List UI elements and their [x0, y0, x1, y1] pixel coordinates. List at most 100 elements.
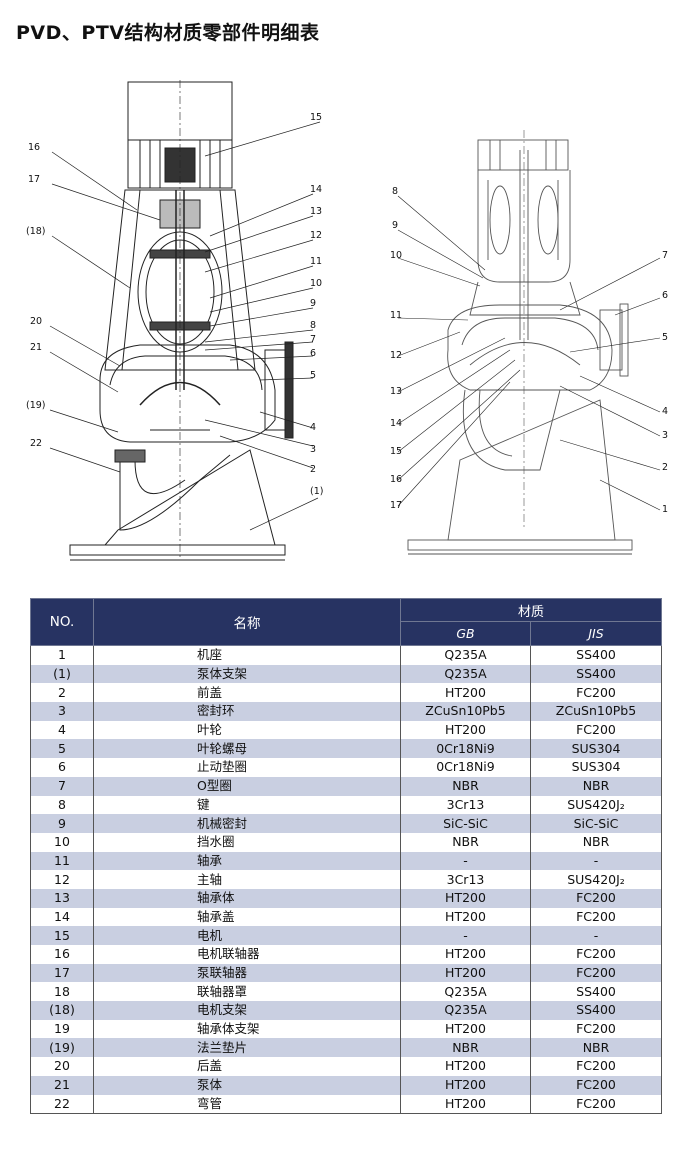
- cell-name: 弯管: [93, 1094, 401, 1115]
- cell-name: 轴承: [93, 851, 401, 871]
- callout-label: 13: [310, 206, 322, 217]
- callout-label: 22: [30, 438, 42, 449]
- callout-label: 11: [390, 310, 402, 321]
- cell-name: 泵体支架: [93, 664, 401, 684]
- cell-no: 11: [30, 851, 94, 871]
- cell-no: 17: [30, 963, 94, 983]
- cell-name: 电机支架: [93, 1001, 401, 1020]
- callout-label: 6: [310, 348, 316, 359]
- callout-label: 16: [390, 474, 402, 485]
- callout-label: 15: [310, 112, 322, 123]
- callout-label: (18): [26, 226, 46, 237]
- callout-label: 11: [310, 256, 322, 267]
- cell-no: (19): [30, 1038, 94, 1058]
- callout-label: 7: [310, 334, 316, 345]
- callout-label: 21: [30, 342, 42, 353]
- cell-no: 8: [30, 795, 94, 815]
- callout-label: 8: [392, 186, 398, 197]
- cell-jis: FC200: [529, 945, 663, 964]
- callout-label: 4: [310, 422, 316, 433]
- cell-gb: SiC-SiC: [400, 814, 531, 833]
- cell-gb: HT200: [400, 1075, 531, 1095]
- header-no: NO.: [30, 598, 94, 646]
- cell-no: 3: [30, 702, 94, 721]
- callout-label: 6: [662, 290, 668, 301]
- cell-gb: 3Cr13: [400, 870, 531, 889]
- cell-gb: -: [400, 926, 531, 945]
- pump-section-drawings: 15 16 17 14 (18) 13 12 11 10 9 20 8 7 21…: [26, 80, 668, 561]
- cell-jis: SUS420J₂: [529, 870, 663, 889]
- callout-label: 8: [310, 320, 316, 331]
- callout-label: 2: [662, 462, 668, 473]
- cell-gb: HT200: [400, 1094, 531, 1115]
- callout-label: 4: [662, 406, 668, 417]
- cell-jis: FC200: [529, 1075, 663, 1095]
- cell-no: 1: [30, 645, 94, 665]
- header-name: 名称: [93, 598, 401, 646]
- cell-gb: Q235A: [400, 1001, 531, 1020]
- callout-label: 3: [310, 444, 316, 455]
- cell-no: 9: [30, 814, 94, 833]
- cell-jis: FC200: [529, 907, 663, 927]
- cell-jis: SUS420J₂: [529, 795, 663, 815]
- cell-jis: SS400: [529, 1001, 663, 1020]
- cell-jis: FC200: [529, 963, 663, 983]
- cell-jis: FC200: [529, 683, 663, 703]
- cell-gb: Q235A: [400, 645, 531, 665]
- cell-jis: FC200: [529, 888, 663, 908]
- callout-label: 16: [28, 142, 40, 153]
- cell-no: 14: [30, 907, 94, 927]
- cell-name: 电机: [93, 926, 401, 945]
- cell-no: 10: [30, 832, 94, 852]
- callout-label: 9: [310, 298, 316, 309]
- cell-gb: HT200: [400, 888, 531, 908]
- cell-name: 挡水圈: [93, 832, 401, 852]
- cell-gb: HT200: [400, 945, 531, 964]
- header-jis: JIS: [529, 621, 663, 646]
- callout-label: 17: [390, 500, 402, 511]
- cell-gb: HT200: [400, 683, 531, 703]
- cell-name: 密封环: [93, 702, 401, 721]
- cell-no: 13: [30, 888, 94, 908]
- cell-name: 叶轮螺母: [93, 739, 401, 759]
- callout-label: 7: [662, 250, 668, 261]
- cell-name: 联轴器罩: [93, 982, 401, 1002]
- cell-no: 4: [30, 720, 94, 740]
- right-pump-drawing: [397, 130, 661, 555]
- callout-label: 14: [310, 184, 322, 195]
- cell-jis: SUS304: [529, 758, 663, 777]
- cell-name: 法兰垫片: [93, 1038, 401, 1058]
- cell-no: 18: [30, 982, 94, 1002]
- callout-label: 13: [390, 386, 402, 397]
- cell-no: 19: [30, 1019, 94, 1039]
- page-title: PVD、PTV结构材质零部件明细表: [16, 22, 320, 44]
- callout-label: 14: [390, 418, 402, 429]
- cell-jis: NBR: [529, 832, 663, 852]
- cell-jis: SS400: [529, 982, 663, 1002]
- cell-gb: NBR: [400, 1038, 531, 1058]
- cell-name: 止动垫圈: [93, 758, 401, 777]
- cell-name: 后盖: [93, 1057, 401, 1076]
- cell-name: 键: [93, 795, 401, 815]
- cell-jis: FC200: [529, 1019, 663, 1039]
- cell-gb: HT200: [400, 907, 531, 927]
- cell-no: 16: [30, 945, 94, 964]
- cell-no: 5: [30, 739, 94, 759]
